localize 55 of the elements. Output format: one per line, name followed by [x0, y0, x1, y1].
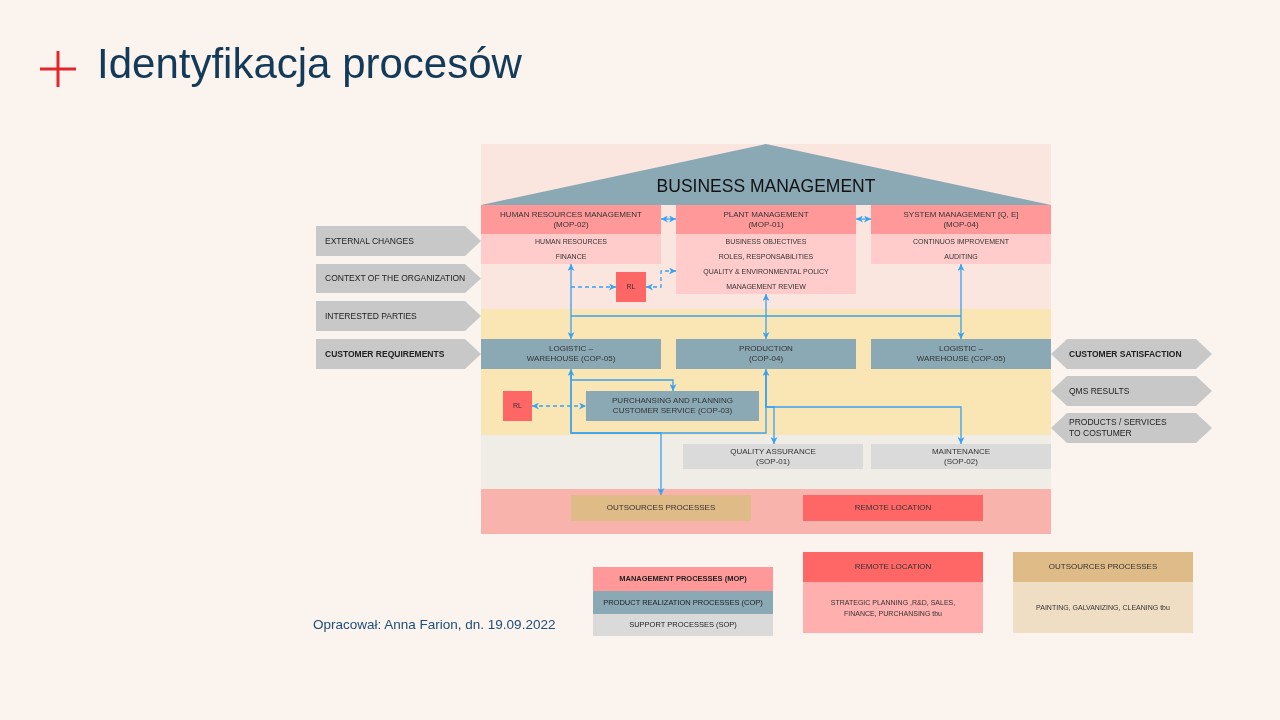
- output-banner: [1051, 339, 1212, 369]
- location-key-box: [803, 552, 983, 633]
- dashed-double-arrow: [531, 402, 587, 410]
- key-header: OUTSOURCES PROCESSES: [1013, 552, 1193, 582]
- banner-label: PRODUCTS / SERVICES TO COSTUMER: [1069, 417, 1168, 439]
- process-header: PLANT MANAGEMENT (MOP-01): [676, 205, 856, 234]
- process-box: [481, 205, 661, 264]
- double-arrow: [660, 215, 677, 223]
- process-box: [871, 339, 1051, 369]
- input-banner: [316, 339, 481, 369]
- location-tag: [616, 272, 646, 302]
- output-banner: [1051, 376, 1212, 406]
- process-header: HUMAN RESOURCES MANAGEMENT (MOP-02): [481, 205, 661, 234]
- output-banner: [1051, 413, 1212, 443]
- process-label: MAINTENANCE (SOP-02): [930, 446, 992, 467]
- process-box: [676, 205, 856, 294]
- roof-title: BUSINESS MANAGEMENT: [656, 176, 876, 196]
- dashed-double-arrow: [645, 267, 677, 291]
- input-banner: [316, 301, 481, 331]
- process-label: QUALITY ASSURANCE (SOP-01): [729, 446, 817, 467]
- process-header: SYSTEM MANAGEMENT [Q, E] (MOP-04): [871, 205, 1051, 234]
- double-arrow: [567, 368, 770, 434]
- process-label: PURCHANSING AND PLANNING CUSTOMER SERVICE (COP-03): [611, 396, 734, 416]
- process-box: [571, 495, 751, 521]
- process-label: OUTSOURCES PROCESSES: [606, 503, 716, 513]
- process-label: LOGISTIC – WAREHOUSE (COP-05): [915, 344, 1007, 364]
- process-box: [481, 339, 661, 369]
- location-tag: [503, 391, 532, 421]
- process-box: [871, 444, 1051, 469]
- process-label: PRODUCTION (COP-04): [738, 344, 794, 364]
- double-arrow: [762, 293, 770, 340]
- banner-label: CUSTOMER REQUIREMENTS: [325, 348, 445, 360]
- process-label: REMOTE LOCATION: [854, 503, 932, 513]
- double-arrow: [957, 263, 965, 340]
- banner-label: EXTERNAL CHANGES: [325, 235, 414, 247]
- process-box: [586, 391, 759, 421]
- key-header: REMOTE LOCATION: [803, 552, 983, 582]
- banner-label: QMS RESULTS: [1069, 385, 1130, 397]
- banner-label: CONTEXT OF THE ORGANIZATION: [325, 273, 466, 284]
- banner-label: CUSTOMER SATISFACTION: [1069, 348, 1182, 360]
- input-banner: [316, 264, 481, 293]
- process-box: [676, 339, 856, 369]
- location-key-box: [1013, 552, 1193, 633]
- process-box: [871, 205, 1051, 264]
- process-box: [683, 444, 863, 469]
- double-arrow: [567, 263, 575, 340]
- double-arrow: [855, 215, 872, 223]
- banner-label: INTERESTED PARTIES: [325, 310, 417, 322]
- page-title: Identyfikacja procesów: [97, 39, 522, 89]
- input-banner: [316, 226, 481, 256]
- dashed-arrow: [570, 283, 617, 291]
- process-label: LOGISTIC – WAREHOUSE (COP-05): [525, 344, 617, 364]
- process-box: [803, 495, 983, 521]
- roof-shape: [481, 144, 1051, 205]
- author-note: Opracował: Anna Farion, dn. 19.09.2022: [313, 617, 556, 633]
